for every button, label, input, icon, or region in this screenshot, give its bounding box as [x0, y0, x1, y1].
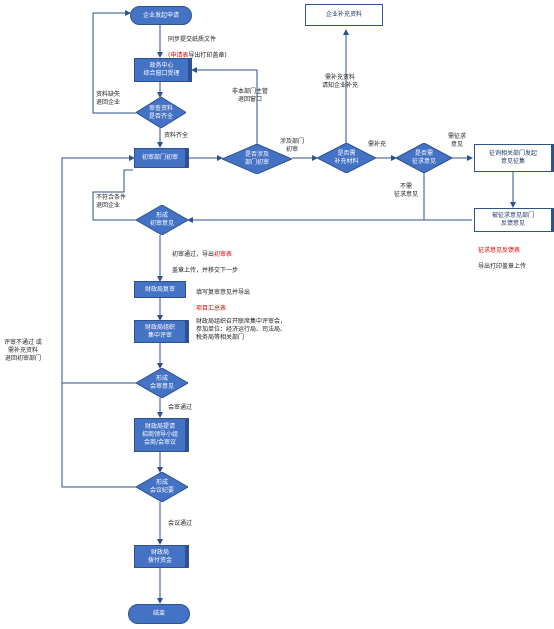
supplement-check-text: 是否需 补充材料 [334, 150, 359, 165]
form-preliminary-diamond: 形成 初审意见 [136, 205, 188, 235]
arrow-not-eligible [92, 169, 136, 221]
sync-docs-label: 同步提交纸质文件 (申请表导出打印盖章) [168, 36, 227, 59]
form-meeting-text: 形成 会议纪要 [149, 479, 174, 494]
reception-node: 政务中心 综合窗口受理 [134, 58, 189, 82]
not-eligible-label: 不符合条件 退回企业 [96, 194, 127, 209]
end-node: 结束 [128, 604, 190, 624]
finance-review-node: 财政局复审 [134, 281, 186, 298]
enterprise-supplement-node: 企业补充资料 [305, 4, 383, 26]
fill-review-label: 填写复审意见并导出 项目汇总表 [196, 289, 251, 312]
materials-complete-label: 资料齐全 [164, 132, 189, 139]
opinion-check-diamond: 是否需 征求意见 [396, 143, 452, 173]
no-opinion-label: 不需 征求意见 [394, 183, 419, 198]
supplement-check-diamond: 是否需 补充材料 [317, 143, 376, 173]
materials-missing-label: 资料缺失 退回企业 [96, 91, 121, 106]
materials-check-text: 审查资料 是否齐全 [148, 104, 173, 120]
form-meeting-diamond: 形成 会议纪要 [136, 472, 188, 502]
review-pass-label: 会审通过 [168, 404, 193, 411]
enterprise-notify-label: 需补充资料 请知企业补充 [322, 74, 359, 89]
not-in-scope-label: 非本部门主管 退回窗口 [232, 88, 269, 103]
expert-note-label: 财政局组织召开联席集中评审会， 参加单位：经济运行局、司法局、 税务局等相关部门 [196, 318, 287, 341]
need-opinion-label: 需征求 意见 [448, 133, 467, 148]
meeting-pass-label: 会议通过 [168, 520, 193, 527]
need-supplement-label: 需补充 [368, 141, 387, 148]
preliminary-review-node: 初审部门初审 [134, 148, 186, 168]
other-dept-check-diamond: 是否涉及 部门初审 [222, 144, 292, 174]
opinion-table-label: 征求意见反馈表 导出打印盖章上传 [478, 247, 527, 270]
form-review-text: 形成 会审意见 [149, 375, 174, 390]
other-dept-check-text: 是否涉及 部门初审 [244, 151, 269, 166]
arrow-not-scope-loop [191, 67, 258, 144]
finance-allocate-node: 财政局 拨付资金 [134, 545, 186, 568]
involves-other-label: 涉及部门 初审 [280, 138, 305, 153]
opinion-check-text: 是否需 征求意见 [411, 150, 436, 165]
review-fail-label: 评审不通过 或 需补充资料 退回初审部门 [4, 339, 42, 362]
materials-check-diamond: 审查资料 是否齐全 [136, 97, 186, 128]
finance-meeting-node: 财政局提请 招商领导小组 会商/会审议 [134, 418, 186, 452]
arrow-missing-loop [92, 10, 136, 114]
feedback-node: 被征求意见部门 反馈意见 [474, 208, 552, 232]
finance-expert-node: 财政局组织 集中评审 [134, 320, 186, 343]
consult-depts-node: 征询相关部门发起 意见征集 [474, 144, 552, 172]
form-review-diamond: 形成 会审意见 [136, 368, 188, 398]
arrow-meeting-fail-loop [61, 383, 136, 488]
initial-pass-label: 初审通过，导出初审表 盖章上传，并移交下一步 [172, 251, 239, 274]
start-node: 企业发起申请 [130, 6, 192, 25]
arrow-review-fail-loop [61, 155, 136, 384]
form-preliminary-text: 形成 初审意见 [149, 212, 174, 227]
